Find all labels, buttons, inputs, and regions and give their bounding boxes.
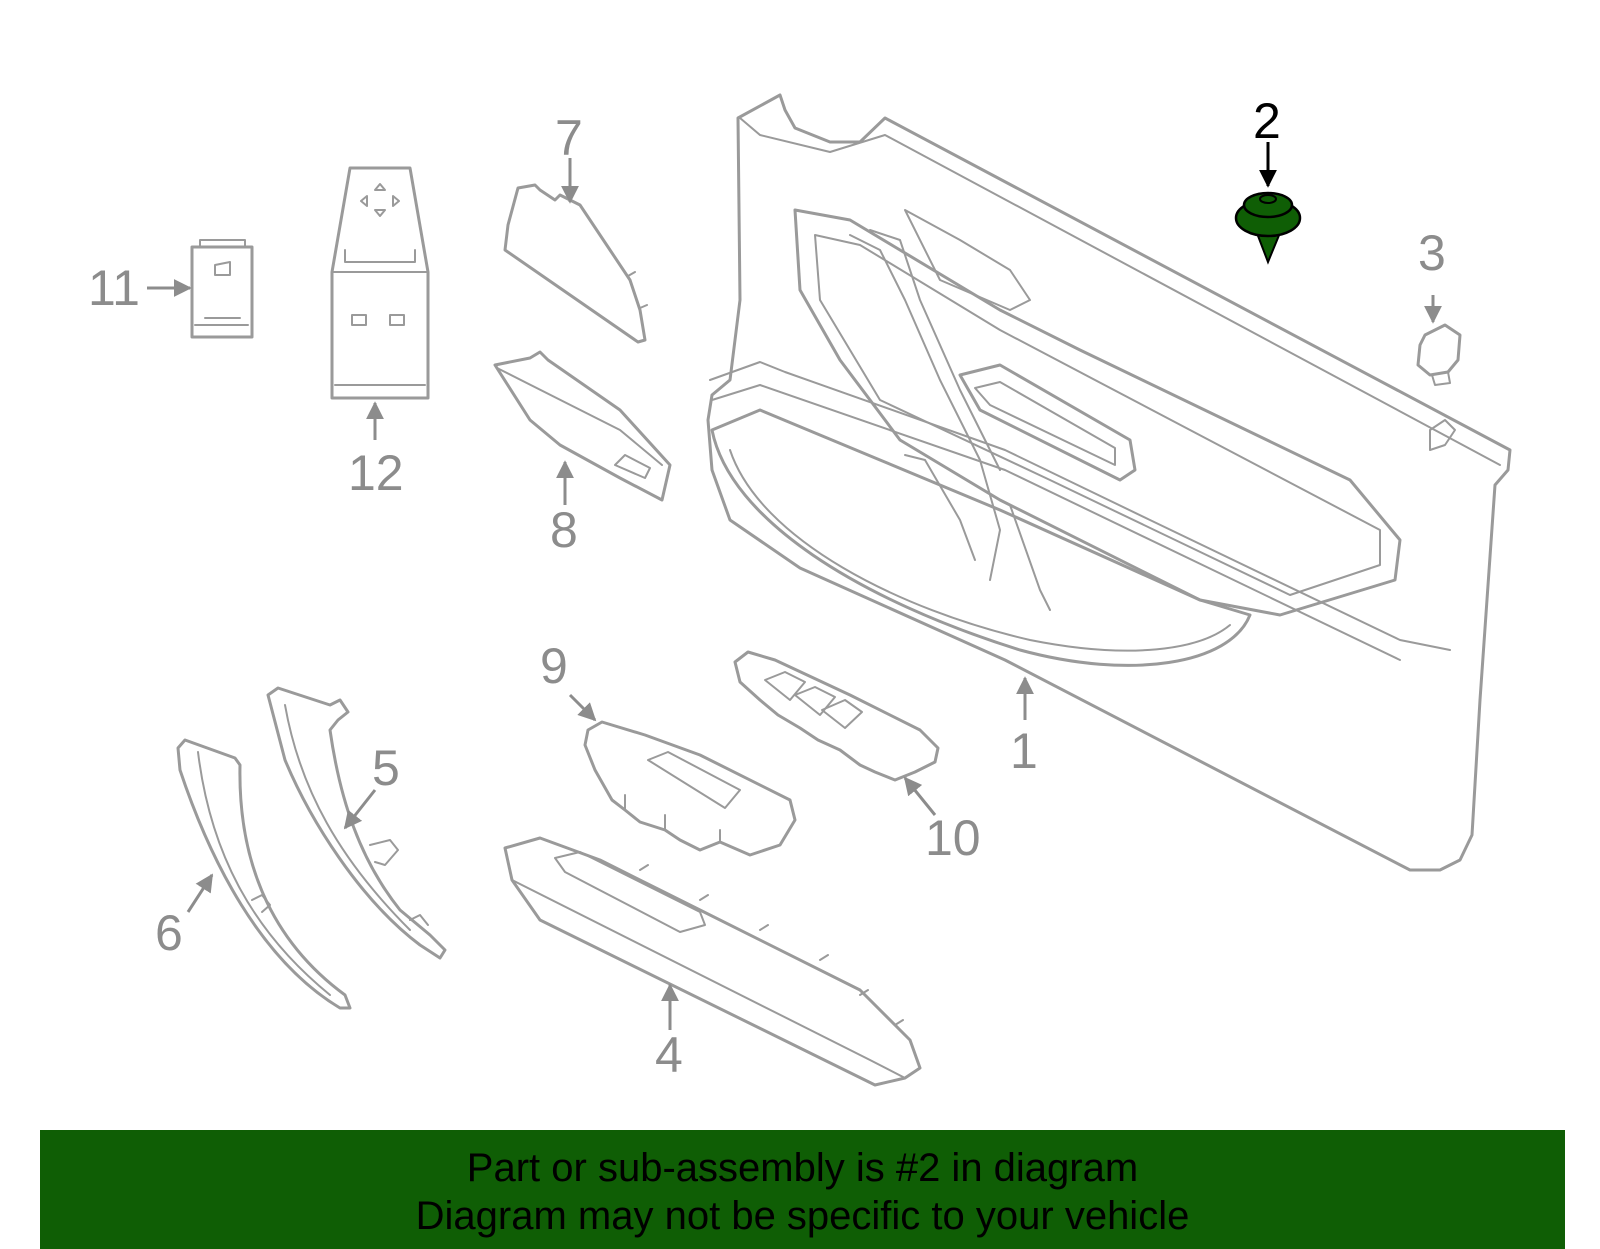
curved-trim-part-6 bbox=[176, 738, 352, 1010]
armrest-trim-part-4 bbox=[503, 836, 922, 1087]
callout-12: 12 bbox=[348, 445, 404, 501]
callout-8: 8 bbox=[550, 502, 578, 558]
callout-5: 5 bbox=[372, 740, 400, 796]
banner-line-1: Part or sub-assembly is #2 in diagram bbox=[466, 1146, 1139, 1190]
switch-part-11 bbox=[190, 239, 254, 339]
callout-10: 10 bbox=[925, 810, 981, 866]
callout-11: 11 bbox=[88, 260, 140, 316]
callout-9: 9 bbox=[540, 638, 568, 694]
window-switch-part-10 bbox=[733, 650, 940, 782]
callout-7: 7 bbox=[555, 110, 583, 166]
trim-piece-part-7 bbox=[503, 183, 648, 344]
banner-line-2: Diagram may not be specific to your vehi… bbox=[415, 1194, 1190, 1238]
callout-1: 1 bbox=[1010, 723, 1038, 779]
clip-part-2 bbox=[1234, 191, 1302, 265]
callout-2: 2 bbox=[1253, 93, 1281, 149]
mirror-switch-part-12 bbox=[330, 166, 430, 400]
handle-trim-part-5 bbox=[266, 686, 447, 960]
callout-6: 6 bbox=[155, 905, 183, 961]
switch-panel-part-9 bbox=[583, 720, 797, 857]
info-banner: Part or sub-assembly is #2 in diagram Di… bbox=[40, 1130, 1565, 1249]
switch-bezel-part-8 bbox=[493, 350, 672, 502]
leader-lines bbox=[147, 142, 1442, 1030]
cap-part-3 bbox=[1416, 323, 1462, 386]
callout-3: 3 bbox=[1418, 225, 1446, 281]
door-panel-part-1 bbox=[706, 93, 1512, 872]
callout-4: 4 bbox=[655, 1027, 683, 1083]
